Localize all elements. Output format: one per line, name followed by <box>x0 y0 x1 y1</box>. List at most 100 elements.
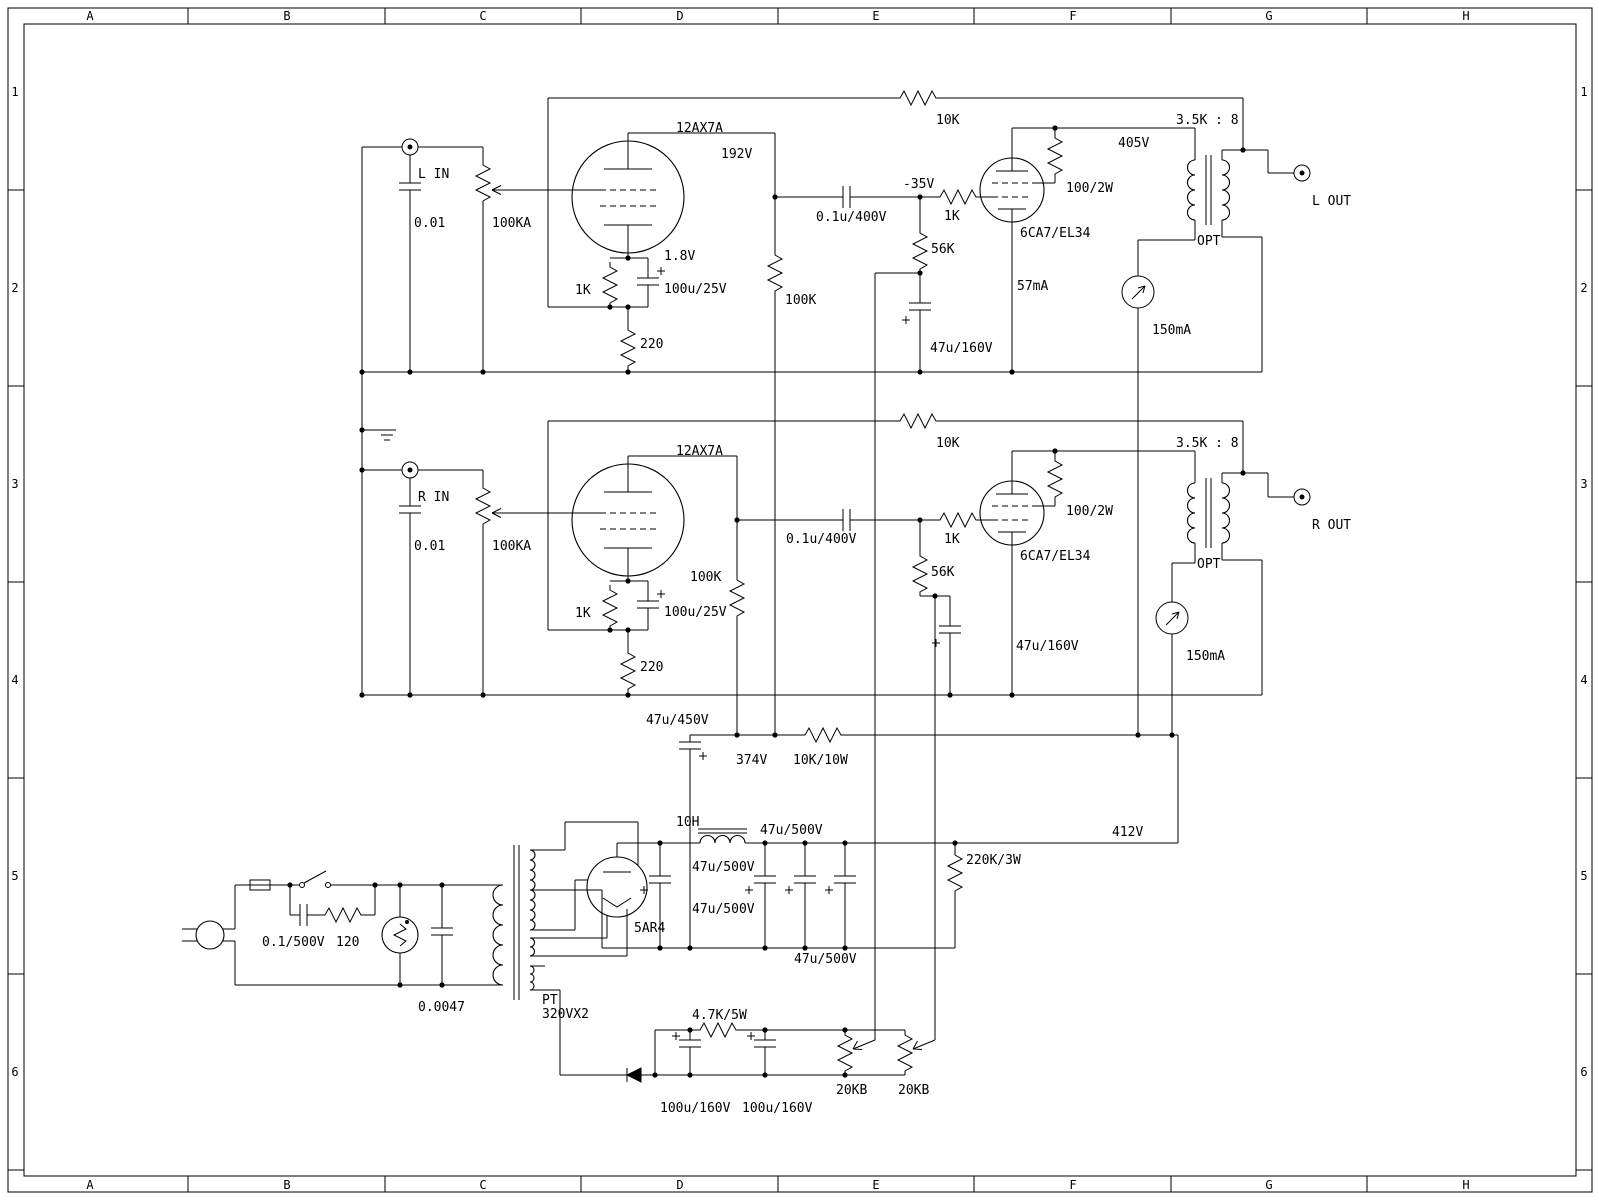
r-output-jack <box>1293 488 1311 506</box>
label-l-power-tube: 6CA7/EL34 <box>1020 226 1091 241</box>
grid-row-label: 4 <box>11 673 18 687</box>
left-channel-labels: L IN 0.01 100KA 12AX7A 192V 1.8V 1K 100u… <box>414 113 1351 356</box>
r-input-capacitor <box>398 505 422 514</box>
label-l-volume-pot: 100KA <box>492 216 531 231</box>
tube-el34-left <box>979 157 1045 223</box>
plus-polarity-mark <box>671 1031 681 1041</box>
label-r-tail-resistor: 220 <box>640 660 663 675</box>
grid-col-label: B <box>283 9 290 23</box>
l-plate-resistor <box>767 249 783 296</box>
l-coupling-capacitor <box>842 185 851 209</box>
grid-row-label: 3 <box>11 477 18 491</box>
l-tail-resistor <box>620 324 636 371</box>
plus-polarity-mark <box>901 315 911 325</box>
bias-pot-right <box>897 1029 913 1076</box>
label-filter-cap-3: 47u/500V <box>692 902 755 917</box>
label-r-cathode-resistor: 1K <box>575 606 591 621</box>
r-tail-resistor <box>620 647 636 694</box>
label-filter-cap-1: 47u/500V <box>760 823 823 838</box>
grid-col-label: A <box>86 1178 94 1192</box>
label-filter-cap-2: 47u/500V <box>692 860 755 875</box>
r-cathode-resistor <box>602 584 618 631</box>
line-snubber-resistor <box>319 907 366 923</box>
grid-col-label: G <box>1265 1178 1272 1192</box>
label-b2-voltage: 374V <box>736 753 767 768</box>
grid-row-label: 2 <box>11 281 18 295</box>
inrush-thermistor-icon <box>381 916 419 954</box>
l-bias-capacitor <box>908 302 932 311</box>
r-screen-resistor <box>1047 455 1063 502</box>
grid-col-label: F <box>1069 1178 1076 1192</box>
power-supply-wiring <box>182 734 1179 1076</box>
label-l-cathode-cap: 100u/25V <box>664 282 727 297</box>
l-grid-stopper <box>934 189 981 205</box>
label-dropper-resistor: 10K/10W <box>793 753 848 768</box>
label-line-filter-cap: 0.0047 <box>418 1000 465 1015</box>
power-supply: 47u/450V 374V 10K/10W 10H 47u/500V 47u/5… <box>182 713 1179 1116</box>
label-choke: 10H <box>676 815 699 830</box>
l-output-jack <box>1293 164 1311 182</box>
r-coupling-capacitor <box>842 508 851 532</box>
label-r-meter-range: 150mA <box>1186 649 1225 664</box>
label-bias-pot-right: 20KB <box>898 1083 929 1098</box>
label-r-grid-stopper: 1K <box>944 532 960 547</box>
sheet-border <box>7 7 1593 1193</box>
r-feedback-resistor <box>894 413 941 429</box>
label-l-opt-ratio: 3.5K : 8 <box>1176 113 1239 128</box>
plus-polarity-mark <box>698 751 708 761</box>
label-r-opt: OPT <box>1197 557 1221 572</box>
r-bias-capacitor <box>938 625 962 634</box>
label-bias-cap-1: 100u/160V <box>660 1101 731 1116</box>
label-r-coupling-cap: 0.1u/400V <box>786 532 857 547</box>
grid-col-label: C <box>479 1178 486 1192</box>
r-plate-resistor <box>729 574 745 621</box>
plus-polarity-mark <box>824 885 834 895</box>
tube-5ar4-rectifier <box>586 856 648 918</box>
r-input-jack <box>401 461 419 479</box>
line-snubber-capacitor <box>299 903 308 927</box>
label-b1-voltage: 412V <box>1112 825 1143 840</box>
plus-polarity-mark <box>656 266 666 276</box>
r-grid-resistor <box>912 550 928 597</box>
grid-col-label: B <box>283 1178 290 1192</box>
label-l-grid-resistor: 56K <box>931 242 955 257</box>
grid-col-label: H <box>1462 1178 1469 1192</box>
label-l-cathode-voltage: 1.8V <box>664 249 695 264</box>
label-r-volume-pot: 100KA <box>492 539 531 554</box>
label-reservoir-cap: 47u/450V <box>646 713 709 728</box>
grid-row-label: 2 <box>1580 281 1587 295</box>
grid-row-label: 5 <box>11 869 18 883</box>
l-volume-pot <box>475 159 491 206</box>
label-l-cathode-resistor: 1K <box>575 283 591 298</box>
filter-capacitor-4 <box>833 875 857 884</box>
filter-capacitor-3 <box>793 875 817 884</box>
right-channel: R IN 0.01 100KA 12AX7A 1K 100u/25V 220 1… <box>361 147 1351 1040</box>
plus-polarity-mark <box>931 638 941 648</box>
label-l-screen-resistor: 100/2W <box>1066 181 1113 196</box>
bias-diode-icon <box>625 1067 642 1083</box>
tube-12ax7-left <box>571 140 685 254</box>
plus-polarity-mark <box>744 885 754 895</box>
label-l-tail-resistor: 220 <box>640 337 663 352</box>
grid-labels: A B C D E F G H A B C D E F G H 1 2 3 4 … <box>11 9 1587 1192</box>
plus-polarity-mark <box>656 589 666 599</box>
label-r-bias-cap: 47u/160V <box>1016 639 1079 654</box>
grid-row-label: 1 <box>1580 85 1587 99</box>
grid-col-label: C <box>479 9 486 23</box>
label-r-plate-resistor: 100K <box>690 570 721 585</box>
label-transformer: PT <box>542 993 558 1008</box>
bias-resistor <box>694 1022 741 1038</box>
filter-capacitor-2 <box>753 875 777 884</box>
label-l-cathode-current: 57mA <box>1017 279 1048 294</box>
label-r-cathode-cap: 100u/25V <box>664 605 727 620</box>
right-channel-wiring <box>361 147 1294 1040</box>
l-cathode-capacitor <box>636 277 660 286</box>
filter-capacitor-1 <box>648 875 672 884</box>
label-l-input-cap: 0.01 <box>414 216 445 231</box>
label-filter-cap-4: 47u/500V <box>794 952 857 967</box>
label-line-snubber-cap: 0.1/500V <box>262 935 325 950</box>
chassis-ground-icon <box>378 429 396 441</box>
label-l-grid-stopper: 1K <box>944 209 960 224</box>
